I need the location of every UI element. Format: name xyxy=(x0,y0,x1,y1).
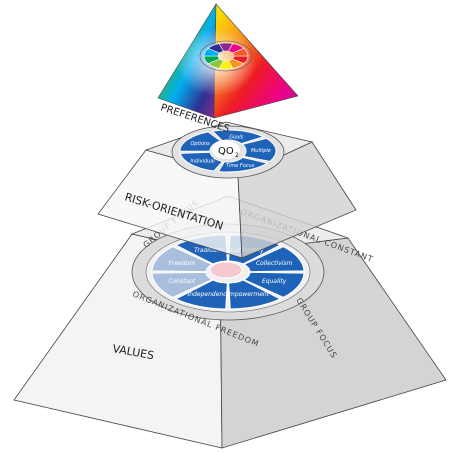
values-segment-freedom xyxy=(151,246,214,273)
values-segment-label-freedom: Freedom xyxy=(168,260,195,267)
values-segment-constant xyxy=(151,271,214,298)
values-segment-label-collectivism: Collectivism xyxy=(256,260,293,267)
preferences-prism: PREFERENCES xyxy=(157,2,299,135)
risk-segment-label-multiple: Multiple xyxy=(251,148,271,154)
risk-segment-label-individual: Individual xyxy=(190,159,215,165)
values-segment-equality xyxy=(242,271,305,298)
risk-segment-label-options: Options xyxy=(190,141,210,147)
values-segment-empowerment xyxy=(228,279,282,310)
values-segment-label-constant: Constant xyxy=(168,278,196,285)
risk-segment-time-focus xyxy=(217,156,269,173)
values-segment-label-traditions: Traditions xyxy=(194,247,223,254)
risk-segment-label-goals: Goals xyxy=(229,134,243,140)
values-segment-label-empowerment: Empowerment xyxy=(225,291,270,298)
values-segment-label-independence: Independence xyxy=(188,291,231,298)
risk-segment-options xyxy=(179,131,222,152)
values-wheel-center xyxy=(209,261,243,279)
risk-segment-label-time-focus: Time Focus xyxy=(226,163,255,169)
values-segment-collectivism xyxy=(242,246,305,273)
risk-segment-multiple xyxy=(241,137,277,162)
qo-center xyxy=(212,141,240,159)
color-wheel-icon xyxy=(199,40,253,72)
qo-superscript: 2 xyxy=(235,152,239,159)
color-wheel-rim xyxy=(199,40,253,72)
values-segment-independence xyxy=(174,279,228,310)
values-segment-label-equality: Equality xyxy=(262,278,287,285)
color-wheel-segment xyxy=(231,48,249,57)
risk-segment-individual xyxy=(179,151,224,172)
risk-segment-goals xyxy=(211,129,265,145)
qo-label: QO xyxy=(218,146,234,157)
